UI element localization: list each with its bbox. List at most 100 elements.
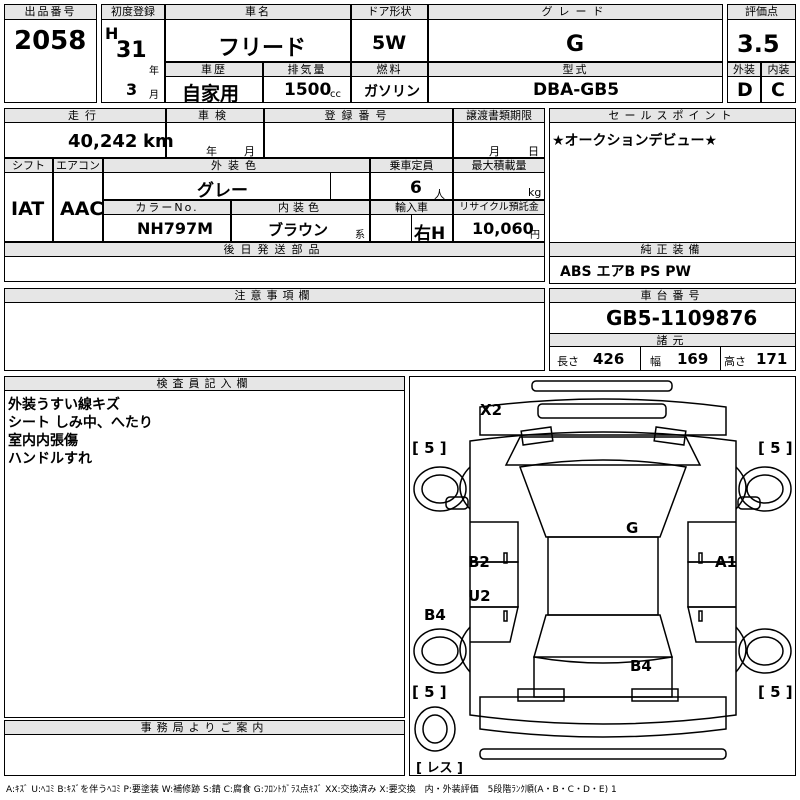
height-label: 高さ (724, 355, 746, 368)
interior-color: ブラウン (268, 221, 329, 239)
specs-divider-1 (640, 347, 641, 371)
car-diagram: X2 G B2 A1 U2 B4 B4 [ 5 ] [ 5 ] [ 5 ] [ … (409, 376, 796, 776)
damage-mark-b4: B4 (630, 657, 652, 675)
recycle-label: リサイクル預託金 (453, 200, 545, 215)
tire-value: 5 (770, 683, 781, 701)
office-label: 事務局よりご案内 (4, 720, 405, 735)
interior-color-unit: 系 (355, 230, 365, 241)
shift-label: シフト (4, 158, 53, 173)
inspector-line: 外装うすい線キズ (8, 397, 120, 413)
model: DBA-GB5 (533, 80, 620, 100)
equipment-text: ABS エアB PS PW (560, 264, 691, 280)
sales-point-text: ★オークションデビュー★ (552, 133, 718, 149)
ext-label: 外装 (727, 62, 761, 77)
import-divider (370, 215, 412, 242)
inspection-label: 車検 (166, 108, 264, 123)
car-name-label: 車名 (165, 4, 351, 20)
ext-grade: D (737, 79, 753, 101)
notes-label: 注意事項欄 (4, 288, 545, 303)
recycle: 10,060 (472, 219, 534, 238)
width: 169 (677, 350, 709, 368)
maxload-unit: kg (528, 186, 542, 199)
tire-value: 5 (424, 439, 435, 457)
damage-mark-g: G (626, 519, 639, 537)
capacity-label: 乗車定員 (370, 158, 453, 173)
inspector-line: シート しみ中、へたり (8, 415, 153, 431)
color: グレー (197, 181, 248, 201)
tire-front-right: [ 5 ] (758, 439, 793, 457)
history: 自家用 (182, 83, 240, 105)
int-label: 内装 (761, 62, 796, 77)
ac: AAC (60, 198, 104, 220)
later-parts-label: 後日発送部品 (4, 242, 545, 257)
capacity: 6 (410, 178, 422, 198)
tire-rear-left: [ 5 ] (412, 683, 447, 701)
interior-color-label: 内装色 (231, 200, 370, 215)
recycle-unit: 円 (530, 230, 540, 241)
first-reg-year: 31 (116, 38, 147, 63)
year-unit: 年 (149, 66, 159, 77)
month-unit: 月 (149, 90, 159, 101)
transfer-label: 譲渡書類期限 (453, 108, 545, 123)
fuel-label: 燃料 (351, 62, 428, 77)
specs-label: 諸元 (549, 333, 796, 347)
tire-value: 5 (770, 439, 781, 457)
fuel: ガソリン (364, 84, 420, 100)
height: 171 (756, 350, 788, 368)
mileage-label: 走行 (4, 108, 166, 123)
legend: A:ｷｽﾞ U:ﾍｺﾐ B:ｷｽﾞを伴うﾍｺﾐ P:要塗装 W:補修跡 S:錆 … (6, 785, 617, 795)
chassis-label: 車台番号 (549, 288, 796, 303)
door-type: 5W (372, 32, 407, 54)
damage-mark-b4: B4 (424, 606, 446, 624)
tire-front-left: [ 5 ] (412, 439, 447, 457)
damage-mark-b2: B2 (468, 553, 490, 571)
spare-tire: [ レス ] (416, 761, 463, 776)
transfer-day-unit: 日 (528, 145, 539, 158)
length-label: 長さ (557, 355, 579, 368)
lot-no-label: 出品番号 (4, 4, 97, 20)
score-label: 評価点 (727, 4, 796, 20)
length: 426 (593, 350, 625, 368)
damage-mark-x2: X2 (480, 401, 503, 419)
reg-no-label: 登録番号 (264, 108, 453, 123)
grade: G (566, 32, 585, 57)
inspector-label: 検査員記入欄 (4, 376, 405, 391)
displacement: 1500 (284, 80, 332, 100)
inspector-line: ハンドルすれ (8, 451, 92, 467)
maxload-label: 最大積載量 (453, 158, 545, 173)
mileage: 40,242 (68, 131, 138, 152)
color-no: NH797M (137, 219, 214, 238)
spare-value: レス (426, 761, 453, 776)
score: 3.5 (737, 30, 780, 58)
first-reg-label: 初度登録 (101, 4, 165, 20)
ac-label: エアコン (53, 158, 103, 173)
car-name: フリード (218, 36, 307, 61)
shift: IAT (11, 198, 45, 220)
first-reg-month: 3 (126, 80, 138, 99)
width-label: 幅 (650, 355, 661, 368)
handle: 右H (414, 224, 446, 244)
sales-point-label: セールスポイント (549, 108, 796, 123)
chassis-number: GB5-1109876 (606, 306, 758, 330)
displacement-unit: cc (330, 89, 341, 100)
color-divider (330, 173, 370, 200)
lot-no: 2058 (14, 26, 87, 56)
inspection-month-unit: 月 (244, 145, 255, 158)
color-no-label: カラーNo. (103, 200, 231, 215)
import-label: 輸入車 (370, 200, 453, 215)
inspection-year-unit: 年 (206, 145, 217, 158)
history-label: 車歴 (165, 62, 263, 77)
displacement-label: 排気量 (263, 62, 351, 77)
damage-mark-u2: U2 (468, 587, 491, 605)
inspector-line: 室内内張傷 (8, 433, 78, 449)
door-label: ドア形状 (351, 4, 428, 20)
tire-value: 5 (424, 683, 435, 701)
era: H (105, 24, 119, 43)
tire-rear-right: [ 5 ] (758, 683, 793, 701)
int-grade: C (771, 79, 785, 101)
grade-label: グレード (428, 4, 723, 20)
capacity-unit: 人 (434, 188, 445, 201)
color-label: 外装色 (103, 158, 370, 173)
transfer-month-unit: 月 (489, 145, 500, 158)
specs-divider-2 (720, 347, 721, 371)
